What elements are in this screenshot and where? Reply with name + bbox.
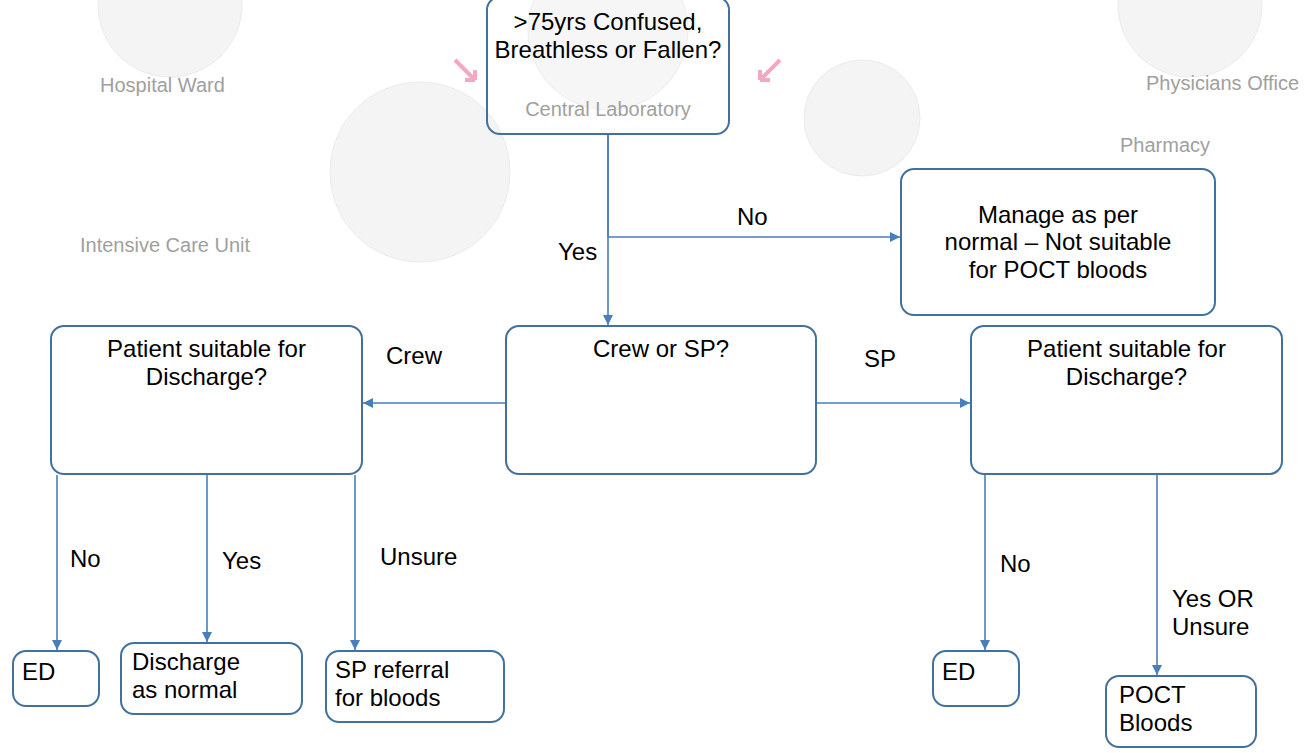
- watermark-circle: [804, 60, 920, 176]
- process-box: Manage as per normal – Not suitable for …: [900, 168, 1216, 316]
- box-text: >75yrs Confused, Breathless or Fallen?: [494, 8, 722, 63]
- edge-label: No: [998, 550, 1033, 578]
- watermark-circle: [1118, 0, 1262, 77]
- process-box: Discharge as normal: [120, 642, 303, 715]
- edge-label: Yes OR Unsure: [1170, 585, 1274, 640]
- flow-connector: [608, 135, 900, 237]
- watermark-arrow: [760, 60, 780, 80]
- process-box: ED: [932, 650, 1020, 707]
- edge-label: Crew: [384, 342, 444, 370]
- flow-connector: [363, 402, 505, 404]
- box-text: Discharge as normal: [132, 648, 271, 703]
- watermark-label: Central Laboratory: [525, 98, 691, 121]
- box-text: Patient suitable for Discharge?: [72, 335, 341, 390]
- flow-connector: [1156, 475, 1158, 675]
- edge-label: Yes: [556, 238, 599, 266]
- process-box: POCT Bloods: [1105, 675, 1257, 748]
- box-text: ED: [22, 658, 90, 686]
- flow-connector: [817, 402, 970, 404]
- edge-label: No: [735, 203, 770, 231]
- decision-box: Crew or SP?: [505, 325, 817, 475]
- watermark-circle: [98, 0, 242, 77]
- edge-label: Yes: [220, 547, 263, 575]
- watermark-label: Hospital Ward: [100, 74, 225, 97]
- flow-connector: [56, 475, 58, 650]
- decision-box: Patient suitable for Discharge?: [970, 325, 1283, 475]
- edge-label: SP: [862, 345, 898, 373]
- watermark-arrow: [455, 60, 475, 80]
- watermark-label: Physicians Office: [1146, 72, 1299, 95]
- box-text: ED: [942, 658, 1010, 686]
- box-text: Manage as per normal – Not suitable for …: [942, 201, 1174, 284]
- edge-label: No: [68, 545, 103, 573]
- flow-connector: [984, 475, 986, 650]
- edge-label: Unsure: [378, 543, 459, 571]
- process-box: ED: [12, 650, 100, 707]
- box-text: Crew or SP?: [527, 335, 795, 363]
- decision-box: Patient suitable for Discharge?: [50, 325, 363, 475]
- flow-connector: [354, 475, 356, 650]
- watermark-circle: [330, 82, 510, 262]
- box-text: POCT Bloods: [1119, 681, 1235, 736]
- process-box: SP referral for bloods: [325, 650, 505, 723]
- flow-connector: [206, 475, 208, 642]
- box-text: SP referral for bloods: [335, 656, 473, 711]
- watermark-label: Intensive Care Unit: [80, 234, 250, 257]
- box-text: Patient suitable for Discharge?: [992, 335, 1261, 390]
- watermark-label: Pharmacy: [1120, 134, 1210, 157]
